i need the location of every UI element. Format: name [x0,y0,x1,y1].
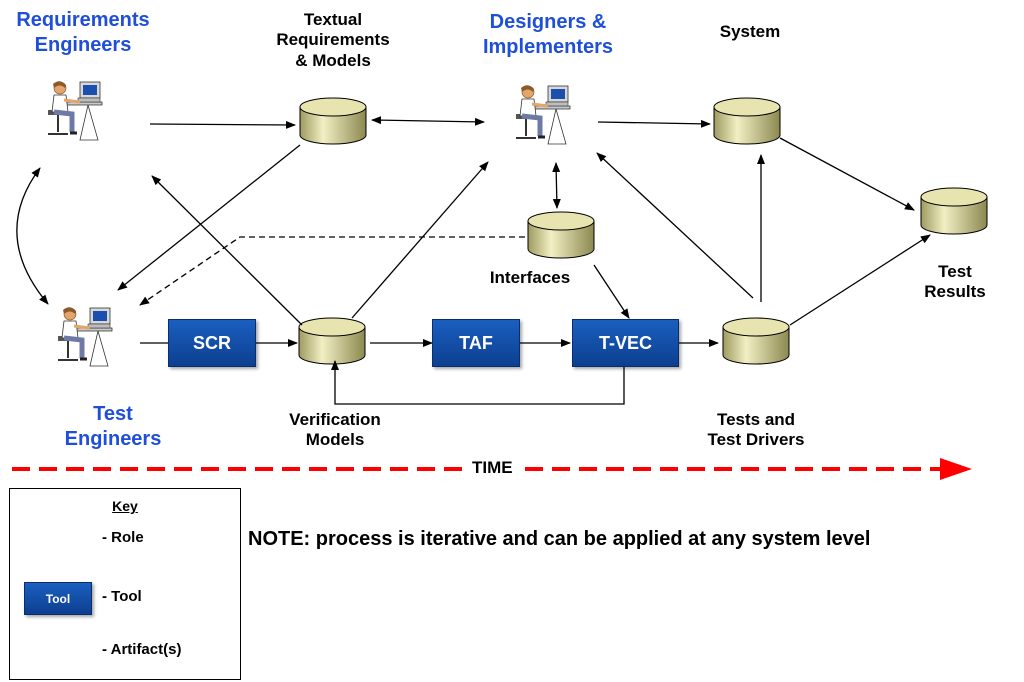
artifact-label-interfaces: Interfaces [489,268,571,287]
role-label-line: Implementers [482,36,614,58]
key-artifact-label: - Artifact(s) [102,641,182,658]
artifact-interfaces [527,211,595,259]
artifact-label-line: Test Drivers [707,430,805,450]
role-label-line: Engineers [64,428,162,450]
role-label-designers: Designers & Implementers [463,10,633,60]
key-role-label: - Role [102,529,144,546]
artifact-label-line: Models [305,430,365,450]
tool-taf: TAF [432,319,520,367]
artifact-test-results [920,187,988,235]
role-label-test-engineers: Test Engineers [48,402,178,452]
tool-scr: SCR [168,319,256,367]
artifact-label-test-results: Test Results [915,262,995,303]
key-title: Key [112,498,138,514]
artifact-label-verification-models: Verification Models [265,410,405,451]
flow-arrows [16,116,931,405]
key-legend: Key - Role Tool - Tool - Artifact(s) [9,488,241,680]
artifact-textual-requirements [299,97,367,145]
artifact-label-tests-and-drivers: Tests and Test Drivers [686,410,826,451]
tool-tvec: T-VEC [572,319,679,367]
artifact-system [713,97,781,145]
role-designers-figure [516,85,570,144]
artifact-label-line: & Models [295,50,371,70]
artifact-tests-and-drivers [722,317,790,365]
time-label: TIME [466,458,519,478]
process-note: NOTE: process is iterative and can be ap… [248,528,871,550]
artifact-label-line: Results [924,282,986,302]
artifact-label-system: System [719,22,781,41]
role-label-line: Requirements [16,9,150,31]
key-tool-sample: Tool [24,582,92,615]
role-label-requirements-engineers: Requirements Engineers [8,8,158,58]
artifact-label-line: Textual [303,10,363,29]
artifact-label-line: Verification [289,410,381,429]
role-label-line: Test [93,403,133,425]
artifact-label-textual-requirements: Textual Requirements & Models [258,10,408,71]
artifact-label-line: Tests and [716,410,796,429]
artifact-label-line: Requirements [276,30,390,50]
artifact-label-line: Test [938,262,972,281]
role-label-line: Designers & [489,11,607,33]
role-label-line: Engineers [34,34,132,56]
artifact-verification-models [298,317,366,365]
role-test-engineers-figure [58,307,112,366]
role-requirements-engineers-figure [48,81,102,140]
key-tool-label: - Tool [102,588,142,605]
